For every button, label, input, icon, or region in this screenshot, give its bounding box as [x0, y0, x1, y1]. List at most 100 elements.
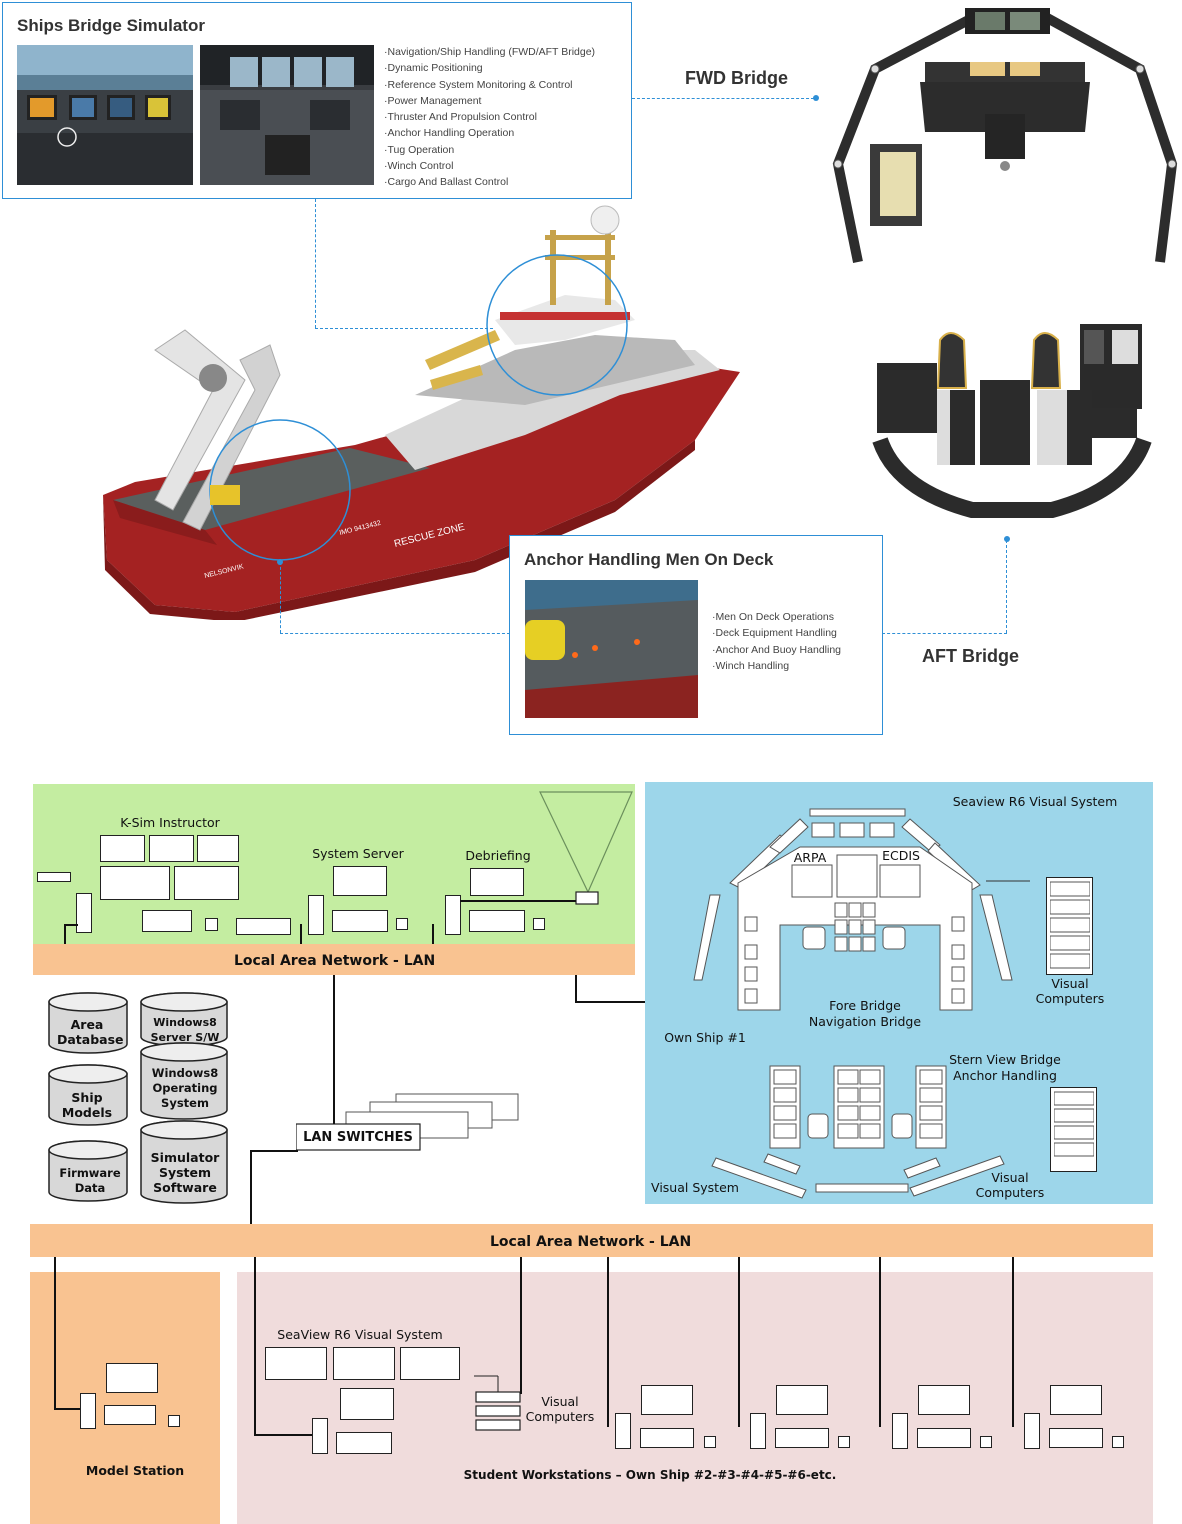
debrief-label: Debriefing: [465, 848, 531, 863]
seaview-screen: [400, 1347, 460, 1380]
server-pc: [308, 895, 324, 935]
wire: [1012, 1257, 1014, 1427]
db-windows8-os: Windows8 Operating System: [151, 1066, 219, 1110]
seaview-bottom-label: SeaView R6 Visual System: [277, 1327, 443, 1342]
model-station-zone: [30, 1272, 220, 1524]
debrief-pc: [445, 895, 461, 935]
visual-computers-1-label: Visual Computers: [1035, 976, 1105, 1006]
instructor-box: [236, 918, 291, 935]
model-station-pc: [80, 1393, 96, 1429]
wire: [250, 1150, 298, 1152]
instructor-monitor: [149, 835, 194, 862]
lan-switches-label: LAN SWITCHES: [303, 1130, 413, 1145]
instructor-keyboard: [142, 910, 192, 932]
connector-fwd: [632, 98, 814, 99]
instructor-monitor: [100, 866, 170, 900]
projector-beam: [539, 791, 633, 905]
db-area-database: Area Database: [57, 1017, 124, 1047]
own-ship-label: Own Ship #1: [664, 1030, 746, 1045]
debrief-mouse: [533, 918, 545, 930]
seaview-workstation-keyboard: [336, 1432, 392, 1454]
student-monitor: [1050, 1385, 1102, 1415]
wire: [575, 975, 577, 1002]
anchor-handling-label: Anchor Handling: [953, 1068, 1057, 1083]
aft-bridge-label: AFT Bridge: [922, 646, 1019, 666]
model-station-label: Model Station: [85, 1463, 185, 1478]
rack-slots: [1050, 881, 1090, 969]
connector-anchor-v: [280, 562, 281, 633]
student-pc: [1024, 1413, 1040, 1449]
wire: [575, 1001, 645, 1003]
bridge-photo-2: [200, 45, 374, 185]
connector-aft-v: [1006, 540, 1007, 633]
anchor-item: ·Deck Equipment Handling: [712, 627, 837, 640]
fwd-bridge-plan: [832, 8, 1178, 263]
wire: [607, 1257, 609, 1427]
instructor-small-box: [37, 872, 71, 882]
model-station-mouse: [168, 1415, 180, 1427]
wire: [520, 1257, 522, 1394]
ship-illustration: RESCUE ZONE IMO 9413432 NELSONVIK: [103, 205, 740, 620]
instructor-pc: [76, 893, 92, 933]
instructor-mouse: [205, 918, 218, 931]
aft-bridge-plan: [872, 324, 1152, 518]
bridge-item: ·Thruster And Propulsion Control: [384, 111, 537, 124]
bridge-item: ·Cargo And Ballast Control: [384, 176, 509, 189]
fore-bridge-layout: [693, 808, 1030, 1011]
connector-aft-h: [882, 633, 1007, 634]
visual-computer-stack: [474, 1375, 521, 1431]
instructor-monitor: [100, 835, 145, 862]
db-ship-models: Ship Models: [61, 1090, 113, 1120]
anchor-item: ·Anchor And Buoy Handling: [712, 643, 841, 656]
seaview-top-label: Seaview R6 Visual System: [952, 794, 1118, 809]
model-station-keyboard: [104, 1405, 156, 1425]
lan-label-2: Local Area Network - LAN: [490, 1234, 692, 1250]
ecdis-label: ECDIS: [882, 848, 920, 863]
student-keyboard: [917, 1428, 971, 1448]
seaview-screen: [333, 1347, 395, 1380]
anchor-title: Anchor Handling Men On Deck: [524, 550, 774, 569]
server-label: System Server: [312, 846, 404, 861]
connector-bridge-ship-h: [315, 328, 493, 329]
ships-bridge-panel: Ships Bridge Simulator ·Navigation/Ship …: [2, 2, 632, 199]
student-keyboard: [775, 1428, 829, 1448]
student-mouse: [1112, 1436, 1124, 1448]
visual-computers-2-label: Visual Computers: [975, 1170, 1045, 1200]
wire: [432, 924, 434, 946]
student-keyboard: [640, 1428, 694, 1448]
bridge-item: ·Winch Control: [384, 160, 454, 173]
ships-bridge-list: ·Navigation/Ship Handling (FWD/AFT Bridg…: [384, 44, 595, 191]
db-windows8-server: Windows8 Server S/W: [150, 1016, 220, 1044]
connector-dot: [813, 95, 819, 101]
student-mouse: [980, 1436, 992, 1448]
anchor-item: ·Winch Handling: [712, 659, 790, 672]
fwd-bridge-label: FWD Bridge: [685, 68, 788, 88]
debrief-keyboard: [469, 910, 525, 932]
stern-view-label: Stern View Bridge: [949, 1052, 1061, 1067]
bridge-item: ·Dynamic Positioning: [384, 62, 483, 75]
ships-bridge-title: Ships Bridge Simulator: [17, 16, 205, 35]
anchor-list: ·Men On Deck Operations ·Deck Equipment …: [712, 609, 841, 674]
database-stack: [48, 992, 228, 1204]
visual-computers-3-label: Visual Computers: [525, 1394, 595, 1424]
anchor-panel: Anchor Handling Men On Deck ·Men On Deck…: [509, 535, 883, 735]
db-simulator-software: Simulator System Software: [150, 1150, 220, 1195]
student-pc: [750, 1413, 766, 1449]
rack-slots: [1054, 1091, 1094, 1157]
server-mouse: [396, 918, 408, 930]
bridge-item: ·Tug Operation: [384, 143, 455, 156]
instructor-label: K-Sim Instructor: [120, 815, 220, 830]
wire: [738, 1257, 740, 1427]
student-pc: [892, 1413, 908, 1449]
server-monitor: [333, 866, 387, 896]
student-pc: [615, 1413, 631, 1449]
wire: [879, 1257, 881, 1427]
student-monitor: [918, 1385, 970, 1415]
wire: [300, 924, 302, 946]
server-keyboard: [332, 910, 388, 932]
arpa-label: ARPA: [793, 850, 827, 865]
wire: [64, 924, 78, 926]
stern-bridge-layout: [711, 1065, 1005, 1199]
visual-system-label: Visual System: [651, 1180, 739, 1195]
wire: [254, 1257, 256, 1435]
